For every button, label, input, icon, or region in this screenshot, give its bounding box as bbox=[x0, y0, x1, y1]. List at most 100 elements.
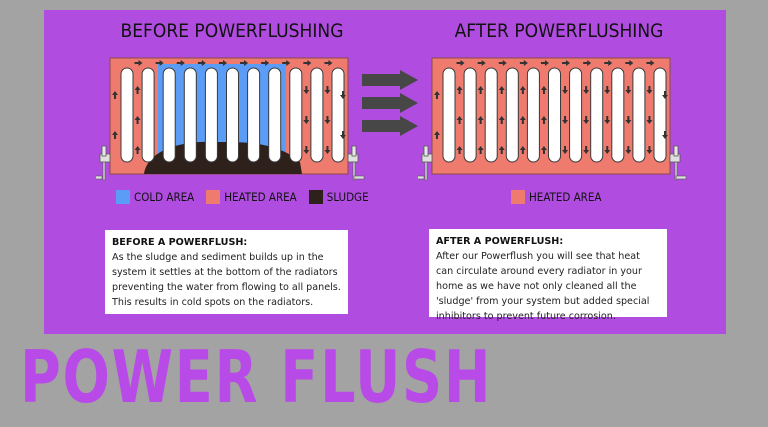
radiator-column bbox=[463, 67, 477, 163]
flow-arrow-icon bbox=[134, 86, 141, 94]
flow-arrow-icon bbox=[456, 86, 463, 94]
flow-arrow-icon bbox=[583, 146, 590, 154]
transition-arrows bbox=[362, 70, 418, 136]
flow-arrow-icon bbox=[498, 86, 505, 94]
flow-arrow-icon bbox=[498, 60, 507, 66]
flow-arrow-icon bbox=[519, 146, 526, 154]
flow-arrow-icon bbox=[498, 146, 505, 154]
radiator-column bbox=[632, 67, 646, 163]
valve-icon bbox=[96, 145, 111, 181]
heated-swatch bbox=[206, 190, 221, 204]
before-note-body: As the sludge and sediment builds up in … bbox=[112, 252, 341, 308]
radiator-column bbox=[331, 67, 345, 163]
radiator-column bbox=[484, 67, 498, 163]
arrow-right-icon bbox=[362, 70, 418, 90]
radiator-column bbox=[310, 67, 324, 163]
before-title: BEFORE POWERFLUSHING bbox=[120, 20, 344, 42]
radiator-column bbox=[569, 67, 583, 163]
sludge-swatch bbox=[308, 190, 323, 204]
flow-arrow-icon bbox=[434, 131, 440, 139]
flow-arrow-icon bbox=[477, 116, 484, 124]
before-note: BEFORE A POWERFLUSH: As the sludge and s… bbox=[105, 230, 348, 314]
flow-arrow-icon bbox=[340, 131, 346, 139]
flow-arrow-icon bbox=[261, 60, 270, 66]
legend-item-cold: COLD AREA bbox=[116, 190, 194, 204]
flow-arrow-icon bbox=[646, 60, 655, 66]
after-note-title: AFTER A POWERFLUSH: bbox=[436, 236, 564, 247]
flow-arrows bbox=[112, 60, 346, 154]
flow-arrow-icon bbox=[519, 116, 526, 124]
after-legend: HEATED AREA bbox=[511, 190, 601, 204]
radiator-column bbox=[289, 67, 303, 163]
radiator-column bbox=[120, 67, 134, 163]
flow-arrow-icon bbox=[456, 60, 465, 66]
flow-arrows bbox=[434, 60, 668, 154]
flow-arrow-icon bbox=[662, 131, 668, 139]
radiator-column bbox=[204, 67, 218, 163]
radiator-column bbox=[141, 67, 155, 163]
flow-arrow-icon bbox=[646, 146, 653, 154]
flow-arrow-icon bbox=[604, 86, 611, 94]
flow-arrow-icon bbox=[112, 131, 118, 139]
valve-icon bbox=[669, 145, 687, 181]
flow-arrow-icon bbox=[583, 86, 590, 94]
sludge-area bbox=[144, 141, 302, 174]
flow-arrow-icon bbox=[456, 116, 463, 124]
radiator-column bbox=[653, 67, 667, 163]
legend-item-sludge: SLUDGE bbox=[308, 190, 369, 204]
flow-arrow-icon bbox=[134, 116, 141, 124]
after-note-body: After our Powerflush you will see that h… bbox=[436, 251, 650, 322]
flow-arrow-icon bbox=[604, 116, 611, 124]
flow-arrow-icon bbox=[646, 86, 653, 94]
flow-arrow-icon bbox=[240, 60, 249, 66]
flow-arrow-icon bbox=[540, 146, 547, 154]
radiator-column bbox=[526, 67, 540, 163]
arrow-right-icon bbox=[362, 93, 418, 113]
flow-arrow-icon bbox=[434, 91, 440, 99]
cold-swatch bbox=[116, 190, 130, 204]
flow-arrow-icon bbox=[477, 146, 484, 154]
heated-swatch bbox=[511, 190, 525, 204]
flow-arrow-icon bbox=[540, 116, 547, 124]
flow-arrow-icon bbox=[625, 116, 632, 124]
legend-item-heated: HEATED AREA bbox=[206, 190, 297, 204]
flow-arrow-icon bbox=[562, 116, 569, 124]
flow-arrow-icon bbox=[303, 116, 310, 124]
flow-arrow-icon bbox=[456, 146, 463, 154]
flow-arrow-icon bbox=[625, 86, 632, 94]
flow-arrow-icon bbox=[540, 86, 547, 94]
flow-arrow-icon bbox=[324, 60, 333, 66]
radiator-column bbox=[183, 67, 197, 163]
flow-arrow-icon bbox=[112, 91, 118, 99]
legend-label: HEATED AREA bbox=[224, 190, 297, 204]
brand-heading: POWER FLUSH bbox=[20, 335, 493, 419]
flow-arrow-icon bbox=[324, 116, 331, 124]
flow-arrow-icon bbox=[218, 60, 227, 66]
flow-arrow-icon bbox=[324, 86, 331, 94]
flow-arrow-icon bbox=[324, 146, 331, 154]
after-radiator bbox=[418, 57, 687, 181]
valve-icon bbox=[347, 145, 365, 181]
flow-arrow-icon bbox=[562, 60, 571, 66]
flow-arrow-icon bbox=[562, 146, 569, 154]
infographic-panel: BEFORE POWERFLUSHING AFTER POWERFLUSHING… bbox=[44, 10, 726, 334]
before-note-title: BEFORE A POWERFLUSH: bbox=[112, 237, 248, 248]
before-legend: COLD AREA HEATED AREA SLUDGE bbox=[116, 190, 369, 204]
legend-label: COLD AREA bbox=[134, 190, 195, 204]
radiator-column bbox=[548, 67, 561, 163]
arrow-right-icon bbox=[362, 116, 418, 136]
after-note: AFTER A POWERFLUSH: After our Powerflush… bbox=[429, 229, 667, 322]
legend-item-heated: HEATED AREA bbox=[511, 190, 601, 204]
flow-arrow-icon bbox=[583, 116, 590, 124]
flow-arrow-icon bbox=[155, 60, 164, 66]
radiator-column bbox=[590, 67, 604, 163]
radiator-column bbox=[268, 67, 282, 163]
flow-arrow-icon bbox=[662, 91, 668, 99]
flow-arrow-icon bbox=[604, 146, 611, 154]
radiator-column bbox=[162, 67, 176, 163]
legend-label: HEATED AREA bbox=[529, 190, 602, 204]
flow-arrow-icon bbox=[303, 86, 310, 94]
flow-arrow-icon bbox=[303, 146, 310, 154]
flow-arrow-icon bbox=[604, 60, 613, 66]
flow-arrow-icon bbox=[477, 86, 484, 94]
